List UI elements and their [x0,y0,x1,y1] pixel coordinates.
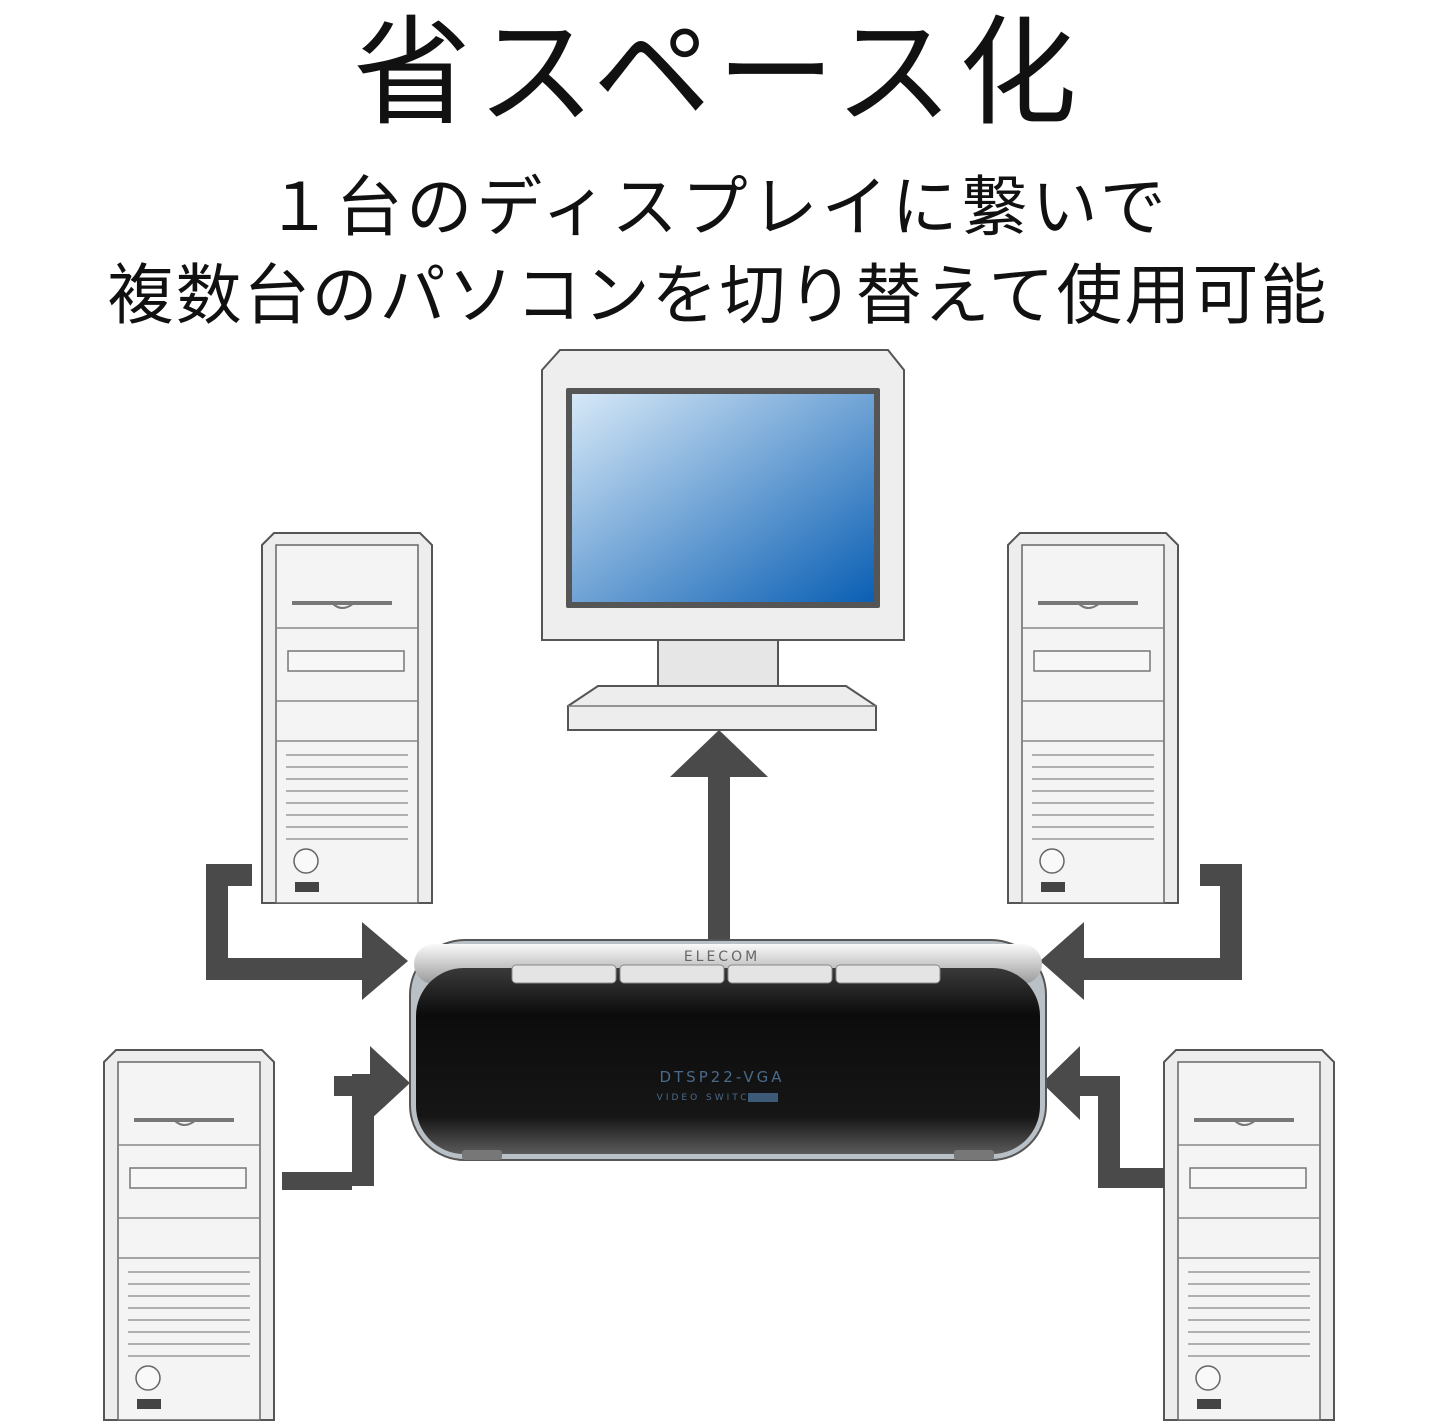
arrow-icon [206,730,1242,1190]
subtitle-line-1: １台のディスプレイに繋いで [266,169,1170,246]
switch-brand: ELECOM [684,949,760,965]
monitor-icon [541,349,905,731]
page-title: 省スペース化 [353,4,1083,142]
pc-tower-icon [1006,531,1180,905]
kvm-switch-icon: ELECOM DTSP22-VGA VIDEO SWITCH [409,939,1047,1161]
pc-tower-icon [102,1048,276,1421]
pc-tower-icon [1162,1048,1336,1421]
switch-model: DTSP22-VGA [659,1068,784,1086]
subtitle-line-2: 複数台のパソコンを切り替えて使用可能 [107,257,1329,334]
switch-subtitle: VIDEO SWITCH [657,1093,760,1103]
pc-tower-icon [260,531,434,905]
